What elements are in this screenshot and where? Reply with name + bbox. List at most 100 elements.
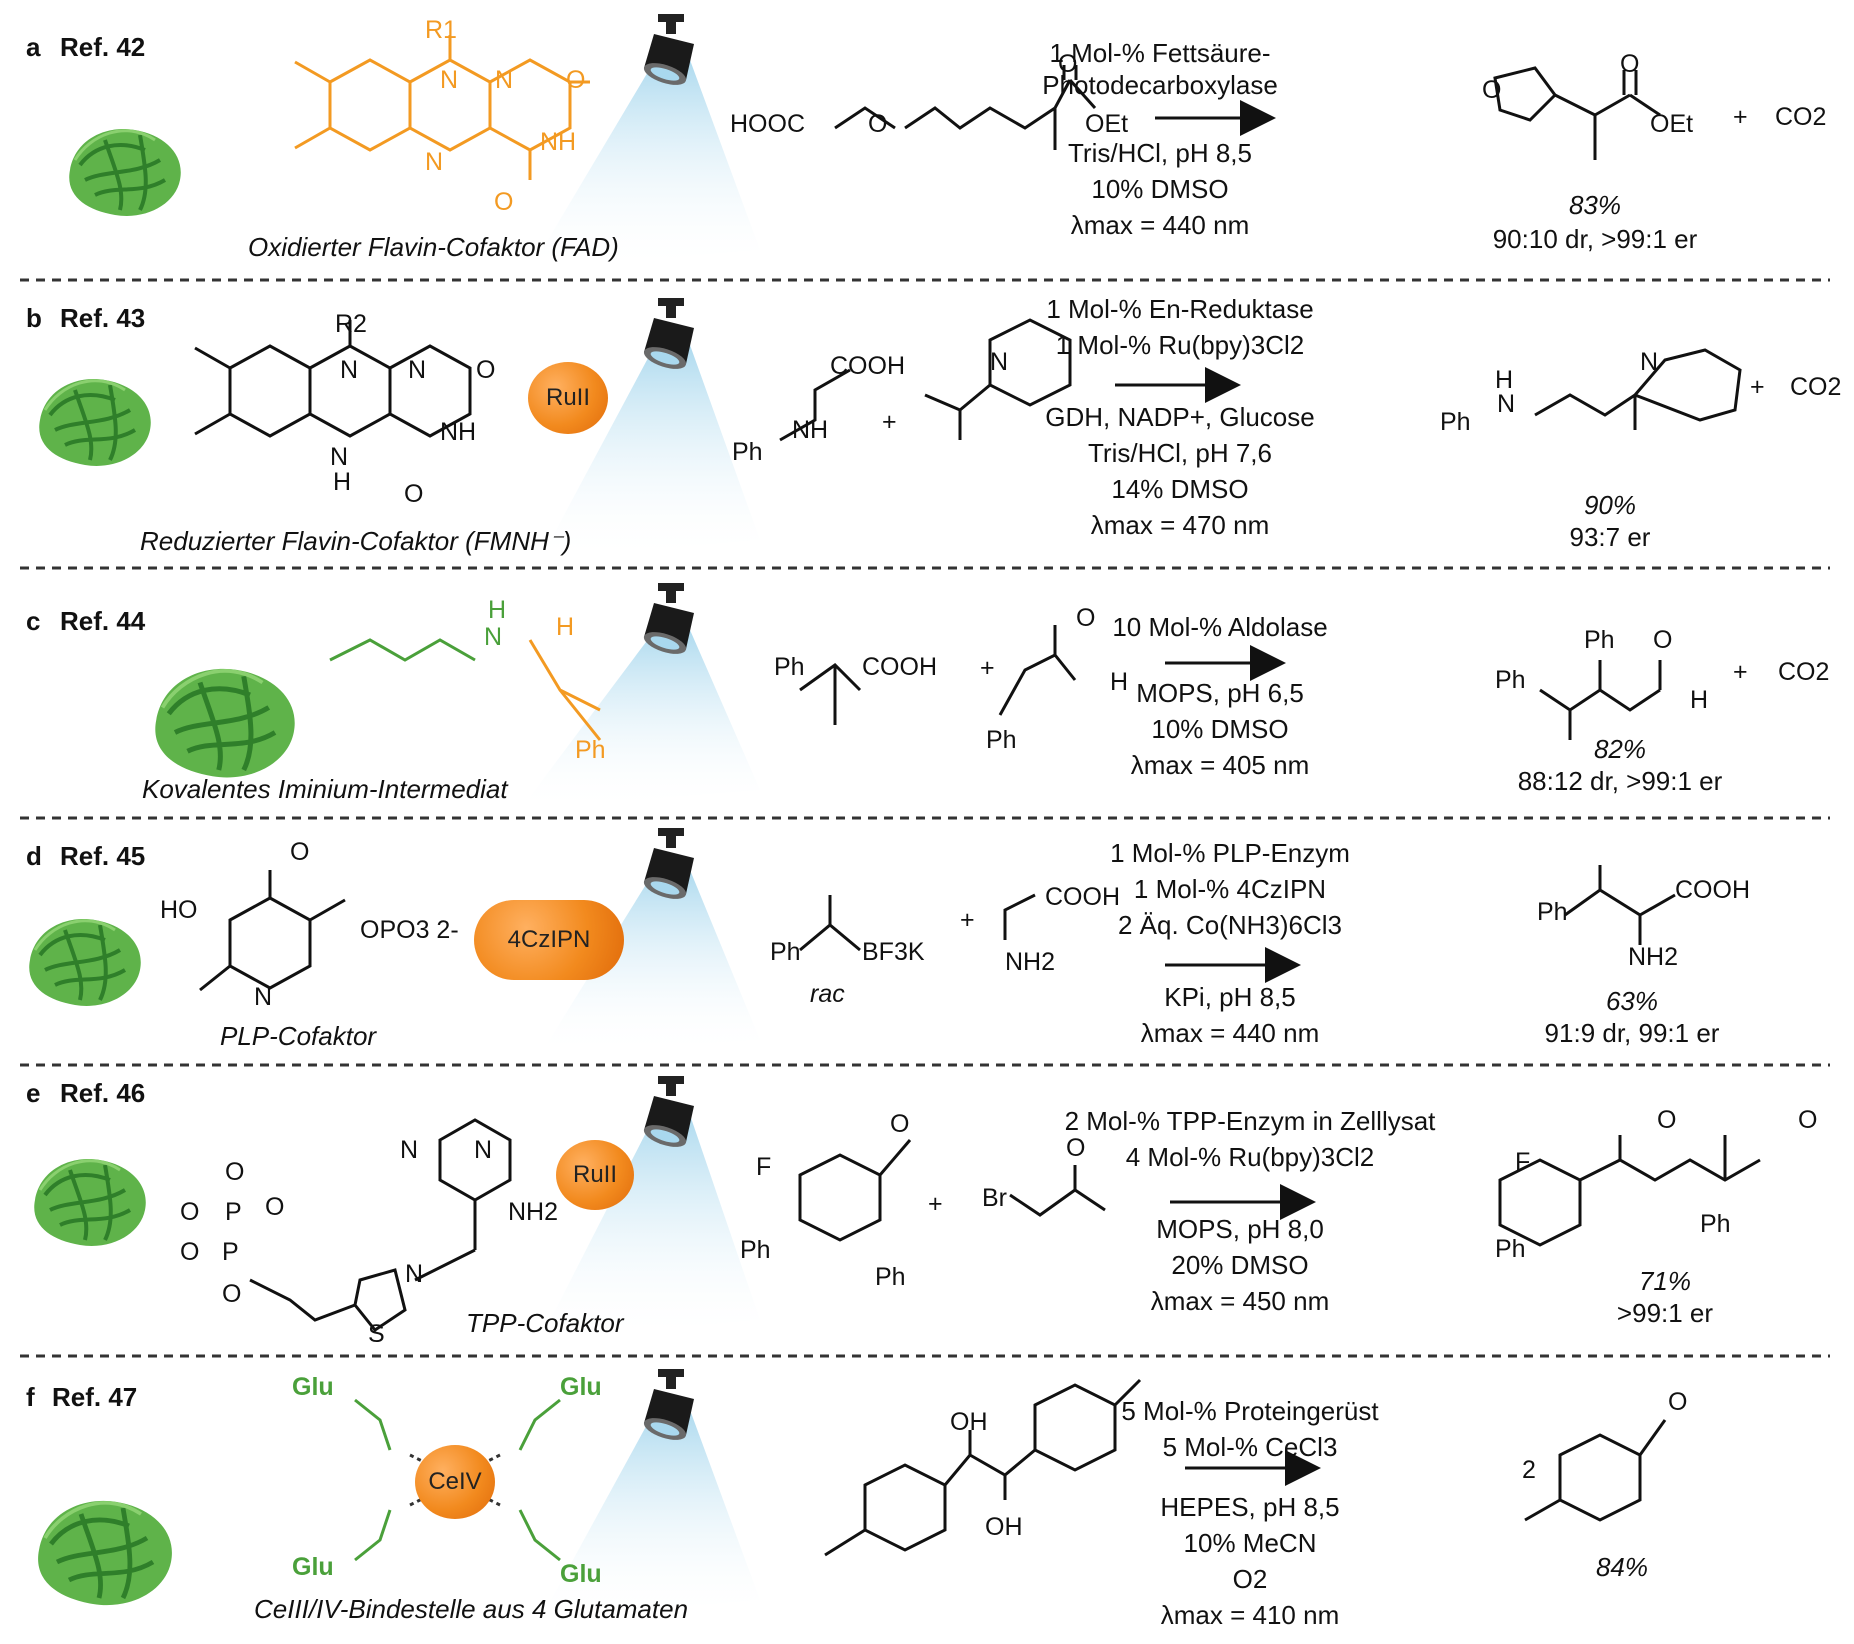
protein-structure-icon [32, 1157, 148, 1248]
condition-line: 2 Äq. Co(NH3)6Cl3 [1118, 910, 1342, 940]
iminium-cofactor [528, 639, 602, 741]
selectivity: 91:9 dr, 99:1 er [1544, 1018, 1720, 1048]
condition-line: Tris/HCl, pH 8,5 [1068, 138, 1252, 168]
atom-label: O [494, 188, 514, 216]
yield: 83% [1568, 190, 1622, 220]
atom-label: Br [982, 1184, 1007, 1212]
atom-label: Ph [1440, 408, 1471, 436]
atom-label: Ph [1495, 666, 1526, 694]
atom-label: OPO3 2- [360, 916, 459, 944]
atom-label: N [484, 623, 503, 651]
atom-label: NH [440, 418, 477, 446]
condition-line: 1 Mol-% Ru(bpy)3Cl2 [1055, 330, 1305, 360]
condition-line: λmax = 410 nm [1160, 1600, 1340, 1630]
condition-line: λmax = 450 nm [1150, 1286, 1330, 1316]
light-beams [520, 60, 760, 1620]
atom-label: + [1733, 103, 1748, 131]
selectivity: 93:7 er [1569, 522, 1651, 552]
yield: 90% [1583, 490, 1637, 520]
atom-label: OEt [1650, 110, 1694, 138]
atom-label: COOH [830, 352, 905, 380]
atom-label: O [290, 838, 310, 866]
panel-letter: c [26, 606, 41, 636]
atom-label: NH2 [508, 1198, 559, 1226]
panel-letter: b [26, 303, 42, 333]
panel-ref: Ref. 44 [60, 606, 146, 636]
atom-label: + [928, 1190, 943, 1218]
atom-label: O [1653, 626, 1673, 654]
atom-label: + [980, 654, 995, 682]
yield: 84% [1595, 1552, 1649, 1582]
protein-structure-icon [67, 127, 183, 218]
atom-label: H [1690, 686, 1709, 714]
atom-label: COOH [1675, 876, 1750, 904]
atom-label: Ph [575, 736, 606, 764]
badge-label: 4CzIPN [507, 926, 591, 953]
atom-label: COOH [1045, 883, 1120, 911]
ru-photocatalyst-badge: RuII [556, 1140, 634, 1210]
condition-line: 1 Mol-% 4CzIPN [1133, 874, 1327, 904]
atom-label: COOH [862, 653, 937, 681]
atom-label: N [474, 1136, 493, 1164]
panel-ref: Ref. 46 [60, 1078, 146, 1108]
atom-label: Ph [1495, 1235, 1526, 1263]
atom-label: R2 [335, 310, 367, 338]
atom-label: H [556, 613, 575, 641]
protein-structure-icon [38, 1501, 172, 1605]
atom-label: O [180, 1198, 200, 1226]
panel-letter: e [26, 1078, 41, 1108]
atom-label: N [440, 66, 459, 94]
fad-structure [294, 35, 590, 180]
selectivity: >99:1 er [1616, 1298, 1714, 1328]
atom-label: 2 [1522, 1456, 1536, 1484]
panel-letter: f [26, 1382, 35, 1412]
atom-label: Ph [875, 1263, 906, 1291]
atom-label: rac [810, 980, 845, 1008]
badge-label: RuII [545, 384, 590, 411]
atom-label: O [1066, 1134, 1086, 1162]
atom-label: CO2 [1778, 658, 1830, 686]
atom-label: CO2 [1775, 103, 1827, 131]
glutamate-label: Glu [560, 1373, 602, 1401]
atom-label: N [408, 356, 427, 384]
plp-structure [199, 870, 346, 992]
atom-label: HO [160, 896, 198, 924]
glutamate-label: Glu [292, 1553, 334, 1581]
condition-line: 1 Mol-% En-Reduktase [1046, 294, 1314, 324]
atom-label: O [1657, 1106, 1677, 1134]
yield: 63% [1605, 986, 1659, 1016]
atom-label: N [400, 1136, 419, 1164]
protein-structure-icon [155, 669, 294, 778]
atom-label: N [254, 983, 273, 1011]
iminium-linker [329, 638, 476, 662]
atom-label: NH [540, 128, 577, 156]
atom-label: Ph [986, 726, 1017, 754]
fmnh-structure [194, 320, 472, 438]
selectivity: 90:10 dr, >99:1 er [1492, 224, 1698, 254]
atom-label: O [265, 1193, 285, 1221]
condition-line: λmax = 405 nm [1130, 750, 1310, 780]
condition-line: GDH, NADP+, Glucose [1045, 402, 1315, 432]
protein-structure-icon [37, 377, 153, 468]
condition-line: λmax = 470 nm [1090, 510, 1270, 540]
glutamate-ligands [354, 1398, 561, 1562]
atom-label: BF3K [862, 938, 925, 966]
atom-label: N [405, 1260, 424, 1288]
condition-line: 10% DMSO [1151, 714, 1289, 744]
ce-center-badge: CeIV [415, 1445, 495, 1519]
condition-line: MOPS, pH 6,5 [1136, 678, 1304, 708]
badge-label: RuII [572, 1161, 617, 1188]
atom-label: Ph [774, 653, 805, 681]
atom-label: O [404, 480, 424, 508]
cofactor-caption: TPP-Cofaktor [466, 1308, 624, 1338]
atom-label: Ph [1537, 898, 1568, 926]
atom-label: N [990, 348, 1009, 376]
atom-label: O [890, 1110, 910, 1138]
atom-label: NH [792, 416, 829, 444]
tpp-structure [249, 1118, 512, 1333]
atom-label: Ph [740, 1236, 771, 1264]
atom-label: NH2 [1628, 943, 1679, 971]
atom-label: Ph [732, 438, 763, 466]
condition-line: λmax = 440 nm [1070, 210, 1250, 240]
